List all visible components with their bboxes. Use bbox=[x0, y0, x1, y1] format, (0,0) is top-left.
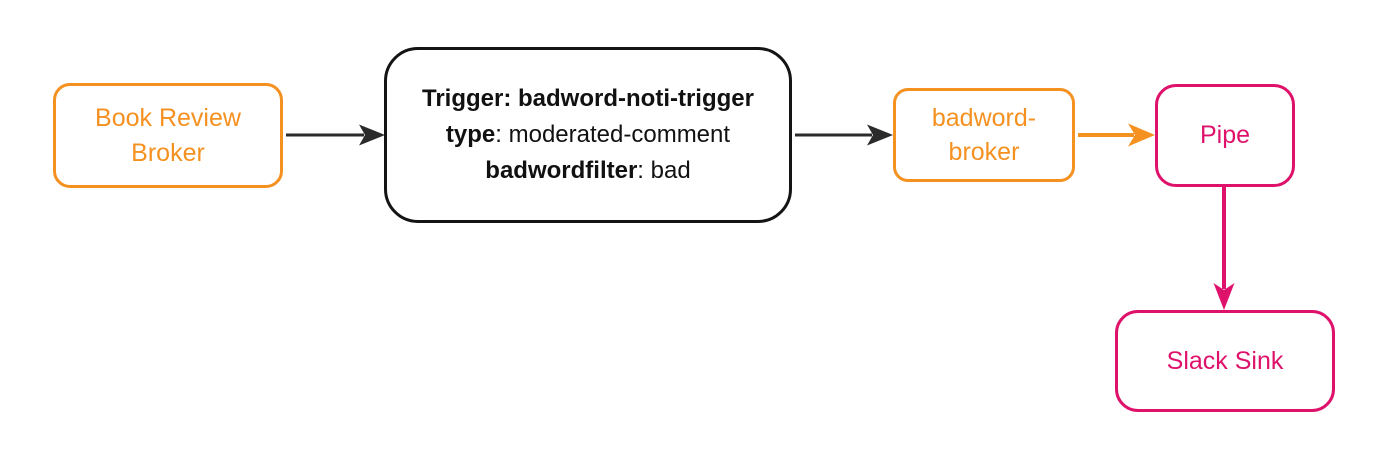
node-pipe-label: Pipe bbox=[1199, 121, 1251, 150]
node-slack-sink: Slack Sink bbox=[1115, 310, 1335, 412]
node-slack-sink-label: Slack Sink bbox=[1166, 346, 1284, 375]
edge-pipe-to-slack-sink-arrow bbox=[1213, 187, 1235, 310]
trigger-line-2: type: moderated-comment bbox=[445, 121, 731, 148]
node-book-review-broker-label: Book Review Broker bbox=[95, 104, 241, 167]
node-pipe: Pipe bbox=[1155, 84, 1295, 187]
node-trigger-label: Trigger: badword-noti-trigger type: mode… bbox=[422, 81, 754, 189]
edge-book-review-broker-to-trigger-arrow bbox=[286, 124, 385, 146]
node-badword-broker: badword- broker bbox=[893, 88, 1075, 182]
edge-trigger-to-badword-broker-arrow bbox=[795, 124, 893, 146]
trigger-line-3: badwordfilter: bad bbox=[485, 157, 691, 184]
edge-badword-broker-to-pipe-arrow bbox=[1078, 123, 1155, 147]
node-badword-broker-label: badword- broker bbox=[931, 103, 1037, 167]
trigger-line-1: Trigger: badword-noti-trigger bbox=[422, 85, 754, 112]
node-trigger: Trigger: badword-noti-trigger type: mode… bbox=[384, 47, 792, 223]
node-book-review-broker: Book Review Broker bbox=[53, 83, 283, 188]
